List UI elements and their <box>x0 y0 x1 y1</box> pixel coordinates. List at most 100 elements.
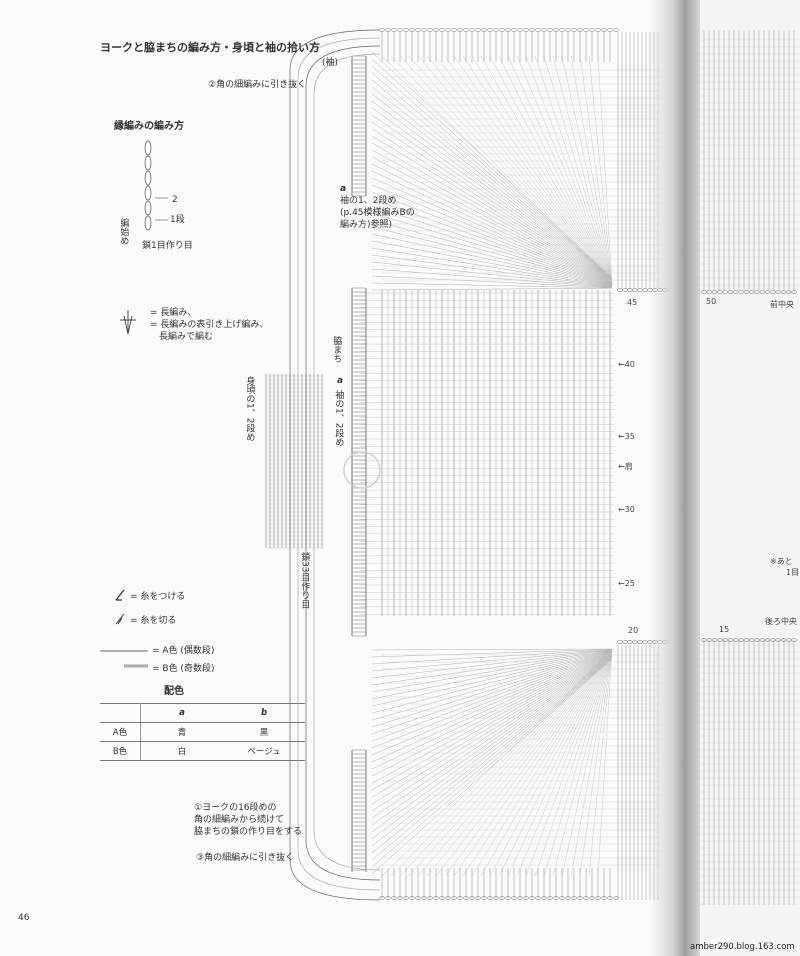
fan-line <box>489 648 613 877</box>
chain-stitch <box>770 638 776 642</box>
fan-line <box>570 55 613 285</box>
fan-line <box>453 648 613 877</box>
chain-stitch <box>589 28 595 32</box>
chain-stitch <box>595 28 601 32</box>
edging-stitch <box>144 140 152 156</box>
fan-line <box>371 655 613 798</box>
fan-line <box>371 86 613 280</box>
fan-line <box>371 163 613 284</box>
fan-line <box>588 55 613 285</box>
chain-stitch <box>622 288 628 292</box>
chain-stitch <box>571 896 577 900</box>
legend-colorB: = B色 (奇数段) <box>152 664 215 674</box>
fan-line <box>371 233 613 287</box>
fan-line <box>516 55 613 285</box>
edging-start: 編始め <box>118 218 129 245</box>
right-back-center: 後ろ中央 <box>765 617 797 626</box>
chain-stitch <box>589 896 595 900</box>
fan-line <box>371 247 613 287</box>
fan-line <box>480 55 613 285</box>
chain-stitch <box>738 638 744 642</box>
edging-chain: 鎖1目作り目 <box>142 241 193 251</box>
fan-line <box>371 655 613 812</box>
chain-stitch <box>505 28 511 32</box>
fan-line <box>371 142 613 283</box>
chain-stitch <box>622 640 628 644</box>
color-table-corner <box>100 703 141 723</box>
fan-line <box>489 55 613 285</box>
chain-stitch <box>547 896 553 900</box>
chain-stitch <box>481 896 487 900</box>
chain-stitch <box>711 638 718 642</box>
fan-line <box>371 121 613 282</box>
fan-line <box>371 212 613 286</box>
step2-note: ②角の細編みに引き抜く <box>208 80 307 90</box>
chain-stitch <box>749 290 755 294</box>
chain-stitch <box>738 290 744 294</box>
row-number-value: 35 <box>624 432 635 441</box>
chain-stitch <box>499 28 505 32</box>
fan-line <box>371 652 613 728</box>
chain-stitch <box>553 896 559 900</box>
chain-stitch <box>780 638 787 642</box>
chain-stitch <box>743 638 750 642</box>
fan-line <box>371 240 613 287</box>
right-front-center: 前中央 <box>770 300 794 309</box>
chain-stitch <box>535 28 541 32</box>
edging-stitch <box>144 215 152 231</box>
chain-stitch <box>717 290 723 294</box>
chain-stitch <box>397 28 403 32</box>
chain-stitch <box>463 28 469 32</box>
chain-stitch <box>415 896 421 900</box>
step1-line1: ①ヨークの16段めの <box>194 803 277 813</box>
fan-line <box>507 648 613 877</box>
row-number-value: 肩 <box>624 462 633 471</box>
fan-line <box>371 128 613 282</box>
fan-line <box>552 648 613 877</box>
chain-stitch <box>642 640 648 644</box>
chain-stitch <box>439 896 445 900</box>
edging-stitch <box>144 170 152 186</box>
fan-line <box>462 648 613 877</box>
chain-stitch <box>759 638 765 642</box>
right-n15: 15 <box>719 625 730 634</box>
chain-stitch <box>379 28 385 32</box>
loop-guide <box>313 53 381 871</box>
chain-stitch <box>583 28 589 32</box>
chain-stitch <box>775 290 781 294</box>
legend-cut: = 糸を切る <box>130 616 177 626</box>
chain-stitch <box>701 290 707 294</box>
chain-stitch <box>786 638 792 642</box>
fan-line <box>498 648 613 877</box>
chain-stitch <box>733 290 739 294</box>
fan-line <box>471 55 613 285</box>
chain-stitch <box>559 896 565 900</box>
chain-stitch <box>517 28 523 32</box>
fan-line <box>371 268 613 288</box>
chain-stitch <box>607 896 613 900</box>
fan-line <box>444 55 613 285</box>
fan-line <box>597 648 613 877</box>
fan-line <box>534 55 613 285</box>
step1-line2: 角の細編みから続けて <box>194 815 285 825</box>
fan-line <box>390 648 613 877</box>
fan-line <box>371 275 613 288</box>
chain-stitch <box>421 28 427 32</box>
step3-note: ③角の細編みに引き抜く <box>196 853 295 863</box>
chain-stitch <box>427 28 433 32</box>
chain-stitch <box>475 896 481 900</box>
fan-line <box>579 648 613 877</box>
fan-line <box>543 648 613 877</box>
chain-stitch <box>627 640 633 644</box>
fan-line <box>371 651 613 721</box>
a-mark-top: a <box>340 184 347 194</box>
chain-stitch <box>722 290 728 294</box>
loop-guide <box>289 29 381 901</box>
chain-stitch <box>475 28 481 32</box>
right-page <box>700 0 800 956</box>
color-table-row-label: A色 <box>100 722 141 742</box>
chain-stitch <box>469 896 475 900</box>
fan-line <box>399 648 613 877</box>
fan-line <box>371 114 613 281</box>
chain-stitch <box>379 896 385 900</box>
